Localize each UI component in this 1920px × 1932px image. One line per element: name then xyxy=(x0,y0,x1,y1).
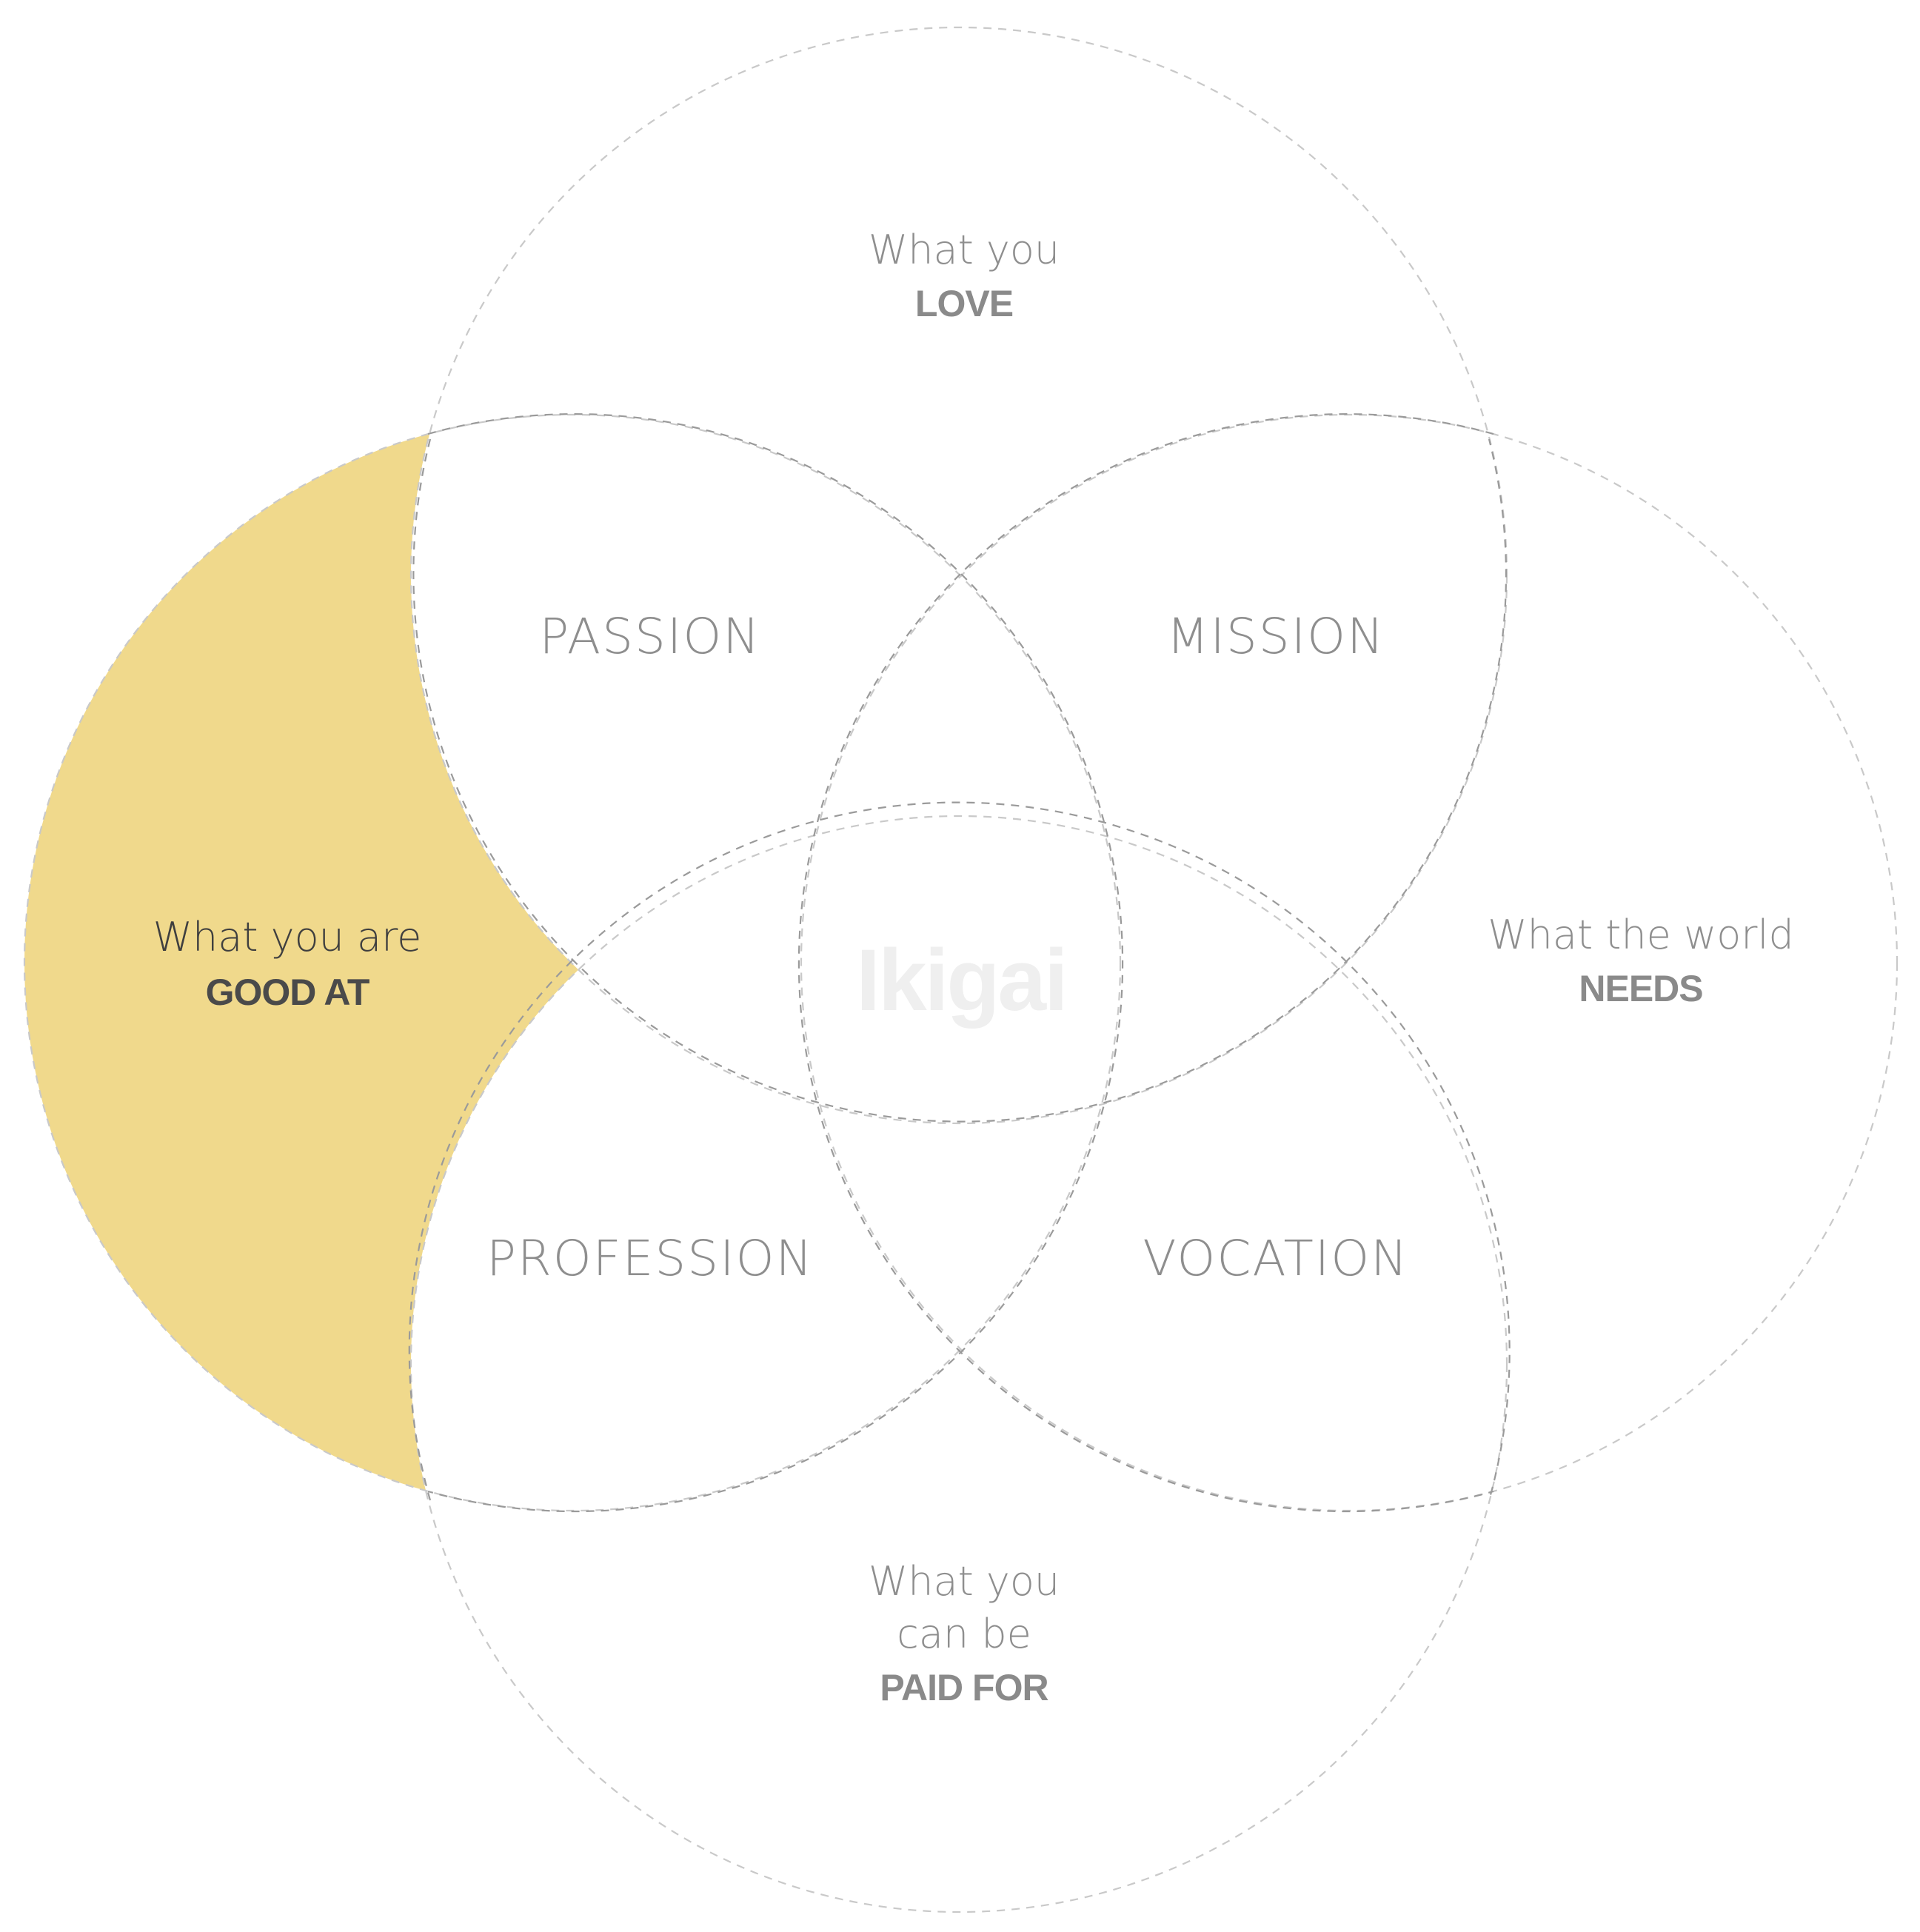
world-needs-caption-emphasis: NEEDS xyxy=(1579,968,1702,1009)
love-caption-emphasis: LOVE xyxy=(915,283,1013,324)
paid-for-circle xyxy=(409,815,1508,1913)
world-needs-caption-line1: What the world xyxy=(1488,912,1794,958)
good-at-caption-line1: What you are xyxy=(153,914,422,960)
mission-label: MISSION xyxy=(1167,608,1385,665)
love-caption-line1: What you xyxy=(869,227,1060,273)
paid-for-circle-inner-arc xyxy=(408,801,1511,1501)
passion-label: PASSION xyxy=(539,608,760,665)
paid-for-caption-line1: What you xyxy=(869,1558,1060,1605)
paid-for-caption-line2: can be xyxy=(897,1611,1031,1657)
profession-label: PROFESSION xyxy=(486,1230,814,1287)
paid-for-caption-emphasis: PAID FOR xyxy=(880,1667,1048,1708)
ikigai-center-label: Ikigai xyxy=(856,932,1066,1029)
good-at-circle-inner-arc xyxy=(427,413,1124,1513)
vocation-label: VOCATION xyxy=(1143,1230,1408,1287)
love-circle-inner-arc xyxy=(412,438,1508,1123)
world-needs-circle-inner-arc xyxy=(797,413,1494,1513)
good-at-caption-emphasis: GOOD AT xyxy=(206,972,369,1013)
